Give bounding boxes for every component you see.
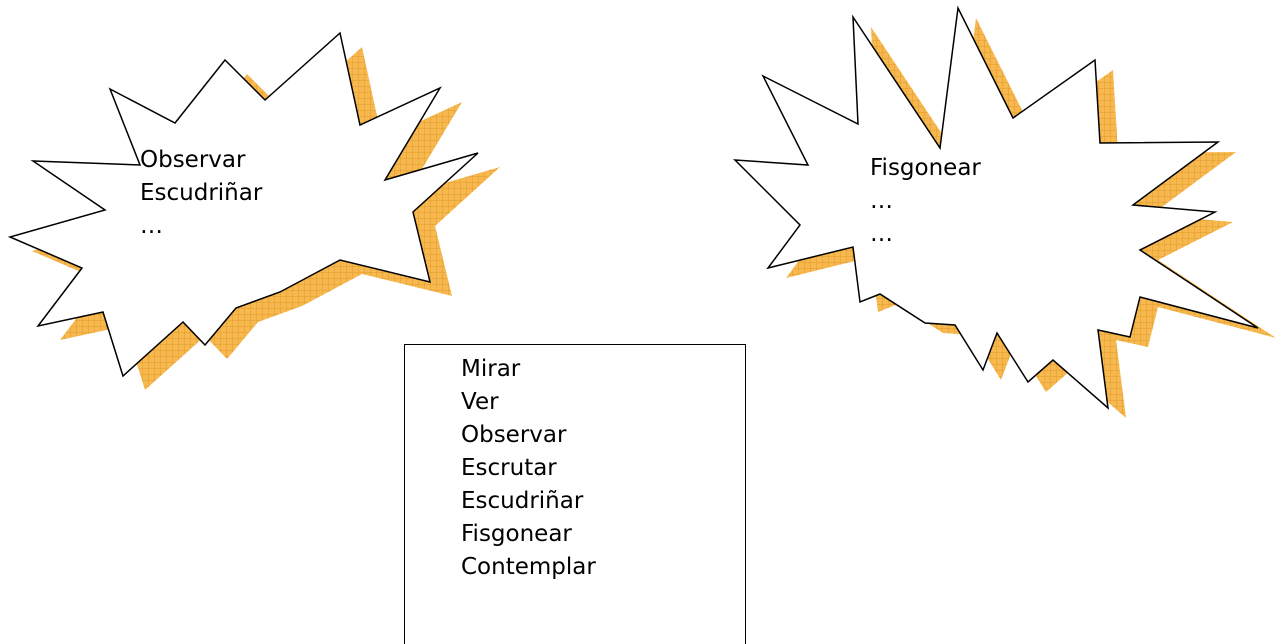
burst-left-line: … xyxy=(140,213,163,239)
burst-right-line: … xyxy=(870,188,893,214)
burst-right-text: Fisgonear … … xyxy=(870,152,981,251)
burst-left-text: Observar Escudriñar … xyxy=(140,144,262,243)
burst-right-line: … xyxy=(870,221,893,247)
burst-left-line: Observar xyxy=(140,147,246,173)
list-item: Escudriñar xyxy=(461,488,584,514)
list-item: Contemplar xyxy=(461,554,596,580)
burst-left xyxy=(7,31,500,390)
list-item: Fisgonear xyxy=(461,521,572,547)
word-list: Mirar Ver Observar Escrutar Escudriñar F… xyxy=(461,353,596,584)
burst-right xyxy=(733,5,1275,418)
diagram-canvas xyxy=(7,5,1275,418)
list-item: Observar xyxy=(461,422,567,448)
list-item: Ver xyxy=(461,389,499,415)
list-item: Mirar xyxy=(461,356,521,382)
list-item: Escrutar xyxy=(461,455,557,481)
burst-right-line: Fisgonear xyxy=(870,155,981,181)
word-list-box: Mirar Ver Observar Escrutar Escudriñar F… xyxy=(404,344,746,644)
burst-left-outline xyxy=(7,31,479,378)
burst-right-outline xyxy=(733,5,1259,410)
burst-left-line: Escudriñar xyxy=(140,180,263,206)
